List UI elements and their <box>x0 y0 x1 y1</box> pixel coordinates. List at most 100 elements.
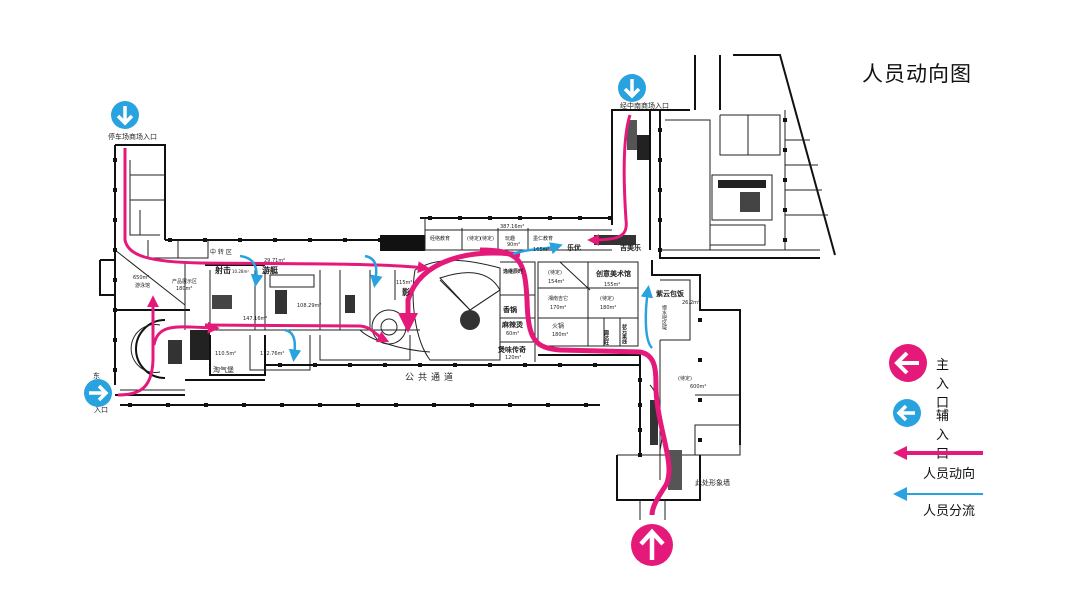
label-hunan-area: 170m² <box>550 305 566 311</box>
label-dianying: 影 <box>402 287 410 297</box>
main-flow-parking <box>123 148 430 274</box>
column <box>783 208 787 212</box>
arrow-down-icon <box>623 79 641 99</box>
column <box>638 378 642 382</box>
columns <box>113 118 787 457</box>
label-west-entrance-bottom: 入口 <box>94 406 108 414</box>
label-jimeile: 吉美乐 <box>620 243 641 252</box>
label-xiangguo: 香锅 <box>502 305 517 314</box>
column <box>518 216 522 220</box>
label-top-room-1: 经络教育 <box>430 235 450 242</box>
column <box>658 188 662 192</box>
column <box>488 363 492 367</box>
label-zhuangyuan: 状元果线 <box>621 323 628 345</box>
legend-people-flow: 人员动向 <box>893 446 983 482</box>
magenta-arrow-line-icon <box>893 446 983 460</box>
arrow-up-icon <box>639 528 665 560</box>
branch-flow-4 <box>512 242 563 256</box>
column <box>238 238 242 242</box>
column <box>113 278 117 282</box>
column <box>113 248 117 252</box>
label-147: 147.16m² <box>243 316 267 322</box>
label-youting: 游艇 <box>262 265 279 275</box>
blue-left-arrow-circle-icon <box>893 399 921 427</box>
main-flow-north <box>587 114 632 246</box>
main-flow-west-entry <box>117 295 159 397</box>
column <box>658 248 662 252</box>
legend-people-flow-label: 人员动向 <box>923 467 976 482</box>
branch-flow-paths <box>239 242 654 362</box>
main-flow-paths <box>117 114 672 516</box>
column <box>343 238 347 242</box>
column <box>453 363 457 367</box>
column <box>348 363 352 367</box>
label-taoqibao: 淘气堡 <box>213 365 234 374</box>
label-tbd600: (待定) <box>678 375 692 382</box>
label-corridor: 公共通道 <box>405 371 457 383</box>
branch-flow-2 <box>364 254 383 288</box>
label-tbd154-area: 154m² <box>548 279 564 285</box>
column <box>548 216 552 220</box>
entrance-north[interactable] <box>618 74 646 102</box>
column <box>593 363 597 367</box>
label-650: 650m² <box>133 275 149 281</box>
label-wanqu-area: 90m² <box>507 242 520 248</box>
column <box>698 358 702 362</box>
label-112: 112.76m² <box>260 351 284 357</box>
label-huoguo-area: 180m² <box>552 332 568 338</box>
label-110: 110.5m² <box>215 351 236 357</box>
blue-arrow-line-icon <box>893 487 983 501</box>
column <box>113 218 117 222</box>
label-hunan: 湘南吉它 <box>548 295 568 302</box>
label-sheji: 射击 <box>214 265 231 275</box>
label-malatang: 麻辣烫 <box>501 320 524 329</box>
column <box>783 238 787 242</box>
column <box>356 403 360 407</box>
legend-aux-entrance: 辅入口 <box>892 398 949 462</box>
column <box>658 218 662 222</box>
branch-flow-5 <box>640 285 654 349</box>
label-165: 165m² <box>533 247 549 253</box>
column <box>383 363 387 367</box>
entrance-parking[interactable] <box>111 101 139 129</box>
column <box>698 438 702 442</box>
column <box>546 403 550 407</box>
column <box>658 158 662 162</box>
legend-main-entrance-label: 主入口 <box>936 358 950 411</box>
main-flow-east-loop <box>479 247 672 516</box>
column <box>278 363 282 367</box>
label-north-entrance: 经中南商场入口 <box>620 101 669 110</box>
label-yuanda: 圆达旺 <box>603 329 609 346</box>
column <box>378 238 382 242</box>
column <box>204 403 208 407</box>
column <box>203 238 207 242</box>
label-product-area: 180m² <box>176 286 192 292</box>
column <box>242 403 246 407</box>
arrow-right-icon <box>89 384 109 402</box>
label-top-room-5: 墨仁教育 <box>533 235 553 242</box>
label-image-wall: 此处形象墙 <box>695 478 730 487</box>
label-ziyun: 紫云包饭 <box>656 289 684 298</box>
column <box>428 216 432 220</box>
column <box>166 403 170 407</box>
column <box>413 238 417 242</box>
column <box>488 216 492 220</box>
column <box>113 308 117 312</box>
label-tbd154: (待定) <box>548 269 562 276</box>
column <box>508 403 512 407</box>
label-top-room-2: (待定) <box>467 235 481 242</box>
label-luoshan: 逸继辰时 <box>503 268 523 275</box>
column <box>558 363 562 367</box>
label-chuangyi: 创意美术馆 <box>595 269 631 278</box>
entrance-main-south[interactable] <box>631 524 673 566</box>
column <box>394 403 398 407</box>
column <box>280 403 284 407</box>
label-115: 115m² <box>396 280 412 286</box>
column <box>168 238 172 242</box>
entrance-west[interactable] <box>84 379 112 407</box>
column <box>584 403 588 407</box>
legend-people-branch-label: 人员分流 <box>923 504 976 519</box>
column <box>418 363 422 367</box>
label-yanwei-area: 120m² <box>505 355 521 361</box>
